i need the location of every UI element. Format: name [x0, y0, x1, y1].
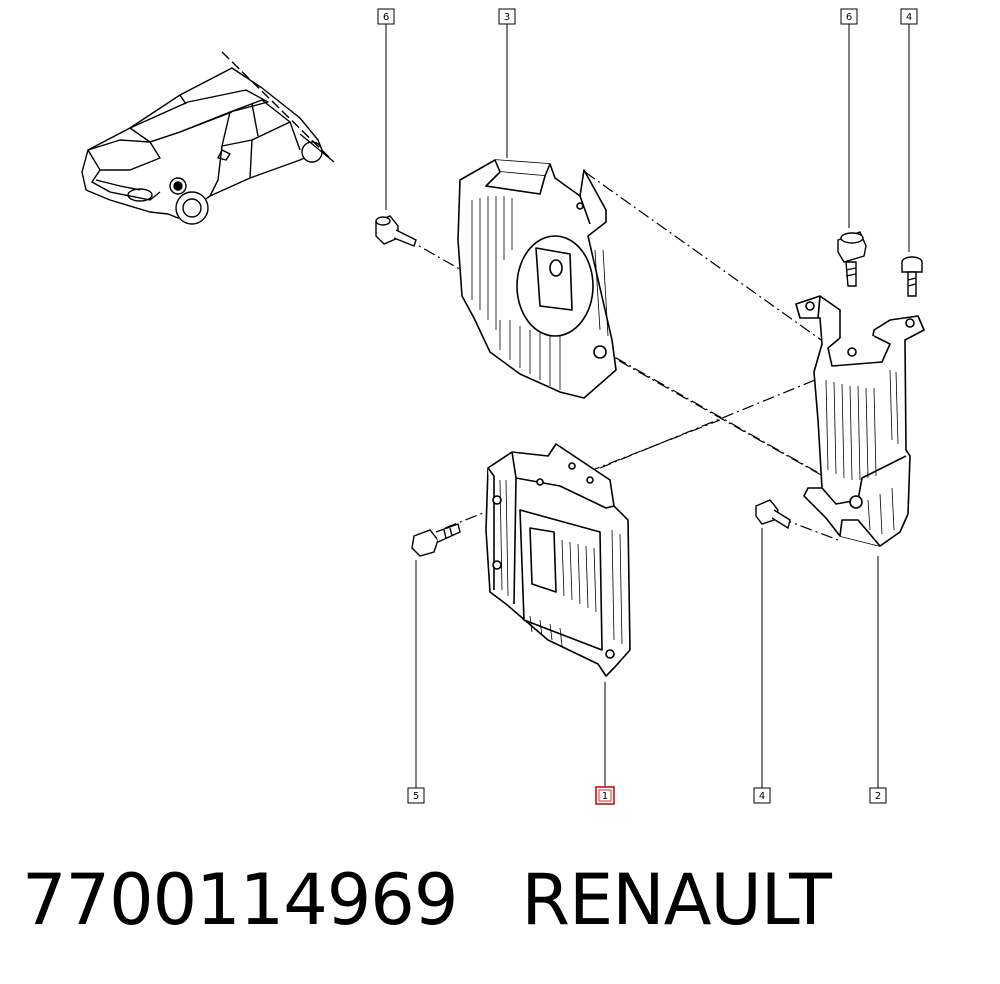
part-number: 7700114969	[22, 859, 458, 941]
bolt-6-left	[375, 215, 417, 247]
svg-text:3: 3	[504, 12, 510, 23]
bolt-4-top	[901, 256, 923, 297]
callout-4-top: 4	[900, 8, 918, 25]
callout-2: 2	[869, 787, 887, 804]
callout-1-highlighted[interactable]: 1	[595, 786, 615, 805]
svg-text:1: 1	[602, 791, 608, 802]
callout-6-top-right: 6	[840, 8, 858, 25]
callout-5: 5	[407, 787, 425, 804]
bolt-6-right	[837, 231, 867, 287]
brand-name: RENAULT	[521, 859, 831, 941]
svg-text:4: 4	[759, 791, 765, 802]
part-caption: 7700114969 RENAULT	[22, 858, 832, 942]
leader-lines	[385, 24, 910, 788]
bolt-5	[411, 523, 461, 557]
part-2-bracket	[795, 295, 925, 547]
svg-text:6: 6	[846, 12, 852, 23]
svg-text:5: 5	[413, 791, 419, 802]
svg-text:6: 6	[383, 12, 389, 23]
svg-text:4: 4	[906, 12, 912, 23]
part-3-shield	[457, 159, 617, 399]
callout-4-bottom: 4	[753, 787, 771, 804]
callout-3: 3	[498, 8, 516, 25]
callout-6-top-left: 6	[377, 8, 395, 25]
bolt-4-bottom	[755, 499, 791, 530]
svg-text:2: 2	[875, 791, 881, 802]
part-1-ecu	[485, 443, 631, 677]
car-illustration	[81, 51, 335, 225]
